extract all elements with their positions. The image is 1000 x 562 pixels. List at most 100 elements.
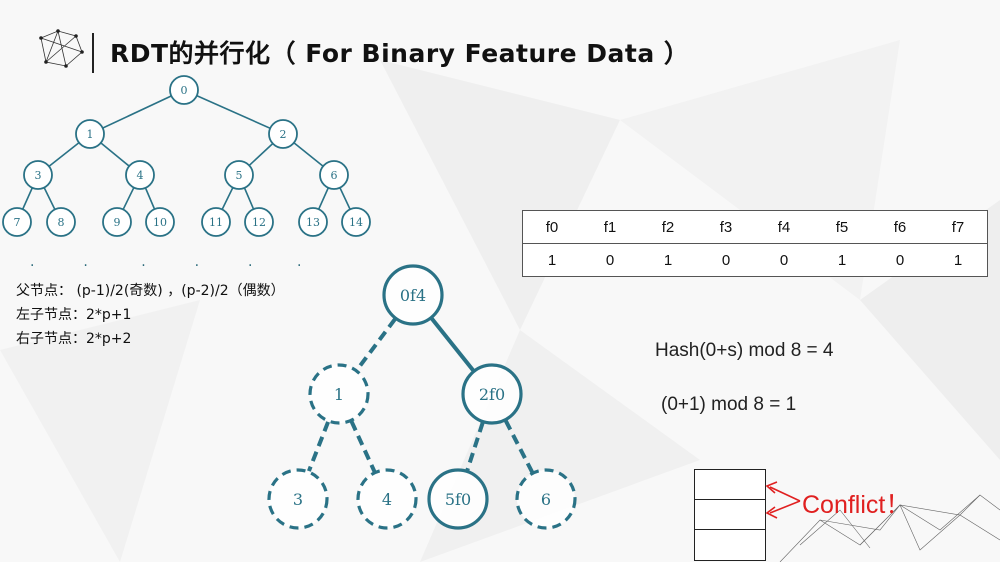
- partial-tree-edge: [307, 421, 330, 472]
- tree-node: 10: [145, 207, 175, 237]
- partial-node-circle: [267, 468, 329, 530]
- tree-node-label: 8: [58, 216, 65, 229]
- tree-edge: [89, 89, 185, 135]
- tree-node: 0: [169, 75, 199, 105]
- tree-node: 13: [298, 207, 328, 237]
- tree-node-circle: [298, 207, 328, 237]
- tree-node-label: 10: [153, 216, 167, 229]
- tree-node-label: 7: [14, 216, 21, 229]
- tree-node: 5: [224, 160, 254, 190]
- tree-node-label: 12: [252, 216, 266, 229]
- feature-value: 0: [581, 243, 639, 277]
- partial-tree-edge: [465, 421, 485, 472]
- arrow-head-icon: [765, 481, 778, 494]
- hash-slot: [694, 529, 766, 561]
- tree-node-circle: [46, 207, 76, 237]
- feature-value: 0: [755, 243, 813, 277]
- tree-node-circle: [145, 207, 175, 237]
- tree-node-circle: [319, 160, 349, 190]
- feature-header: f1: [581, 210, 639, 244]
- tree-node: 7: [2, 207, 32, 237]
- conflict-arrow-down: [769, 500, 801, 514]
- partial-node-label: 1: [334, 385, 344, 404]
- partial-node-circle: [515, 468, 577, 530]
- tree-node-circle: [125, 160, 155, 190]
- title-divider: [92, 33, 94, 73]
- tree-node-label: 9: [114, 216, 121, 229]
- partial-node-label: 5f0: [445, 490, 471, 509]
- tree-edge: [183, 89, 284, 135]
- feature-value: 0: [697, 243, 755, 277]
- conflict-label: Conflict！: [802, 491, 911, 519]
- tree-node-label: 5: [236, 169, 243, 182]
- partial-tree-node: 2f0: [461, 363, 523, 425]
- tree-node-label: 2: [280, 128, 287, 141]
- partial-tree-node: 0f4: [382, 264, 444, 326]
- tree-node-label: 3: [35, 169, 42, 182]
- feature-value: 1: [813, 243, 871, 277]
- partial-node-circle: [427, 468, 489, 530]
- tree-node-circle: [2, 207, 32, 237]
- logo-icon: [39, 29, 84, 68]
- tree-node: 14: [341, 207, 371, 237]
- tree-node: 2: [268, 119, 298, 149]
- tree-node-circle: [169, 75, 199, 105]
- right-child-formula: 右子节点：2*p+2: [16, 331, 132, 347]
- partial-node-circle: [308, 363, 370, 425]
- tree-node-circle: [244, 207, 274, 237]
- tree-node: 9: [102, 207, 132, 237]
- partial-tree-node: 1: [308, 363, 370, 425]
- tree-node-label: 0: [181, 84, 188, 97]
- tree-node-label: 14: [349, 216, 363, 229]
- tree-node-label: 11: [209, 216, 223, 229]
- tree-node: 12: [244, 207, 274, 237]
- mod-equation: (0+1) mod 8 = 1: [661, 394, 797, 415]
- partial-tree-node: 5f0: [427, 468, 489, 530]
- tree-node-circle: [224, 160, 254, 190]
- tree-node-label: 6: [331, 169, 338, 182]
- partial-node-circle: [382, 264, 444, 326]
- partial-node-label: 4: [382, 490, 392, 509]
- tree-node: 8: [46, 207, 76, 237]
- partial-tree-edge: [430, 317, 475, 372]
- parent-formula: 父节点： (p-1)/2(奇数) ，(p-2)/2（偶数）: [16, 283, 285, 299]
- feature-header: f0: [522, 210, 581, 244]
- left-child-formula: 左子节点：2*p+1: [16, 307, 132, 323]
- tree-node: 6: [319, 160, 349, 190]
- feature-table: f0 f1 f2 f3 f4 f5 f6 f7 1 0 1 0 0 1 0 1: [522, 210, 988, 277]
- feature-header: f5: [813, 210, 871, 244]
- partial-tree-node: 4: [356, 468, 418, 530]
- feature-header-row: f0 f1 f2 f3 f4 f5 f6 f7: [522, 210, 988, 244]
- partial-tree-edge: [503, 419, 535, 474]
- tree-node: 1: [75, 119, 105, 149]
- tree-node-circle: [102, 207, 132, 237]
- tree-node-circle: [75, 119, 105, 149]
- ellipsis-dots: · · · · · ·: [30, 258, 302, 274]
- partial-tree-node: 3: [267, 468, 329, 530]
- feature-value: 1: [929, 243, 988, 277]
- tree-node: 11: [201, 207, 231, 237]
- feature-value: 1: [522, 243, 581, 277]
- partial-node-circle: [356, 468, 418, 530]
- tree-node-label: 13: [306, 216, 320, 229]
- partial-tree-edge: [349, 420, 377, 473]
- page-title: RDT的并行化（ For Binary Feature Data ）: [110, 39, 690, 68]
- feature-header: f6: [871, 210, 929, 244]
- partial-node-circle: [461, 363, 523, 425]
- feature-header: f3: [697, 210, 755, 244]
- tree-node-label: 4: [137, 169, 144, 182]
- hash-equation: Hash(0+s) mod 8 = 4: [655, 340, 834, 361]
- partial-node-label: 0f4: [400, 286, 426, 305]
- partial-tree-node: 6: [515, 468, 577, 530]
- partial-tree-edge: [355, 317, 397, 372]
- partial-node-label: 3: [293, 490, 303, 509]
- feature-value-row: 1 0 1 0 0 1 0 1: [522, 243, 988, 277]
- tree-node-circle: [268, 119, 298, 149]
- tree-node: 4: [125, 160, 155, 190]
- tree-node: 3: [23, 160, 53, 190]
- tree-node-circle: [201, 207, 231, 237]
- partial-node-label: 2f0: [479, 385, 505, 404]
